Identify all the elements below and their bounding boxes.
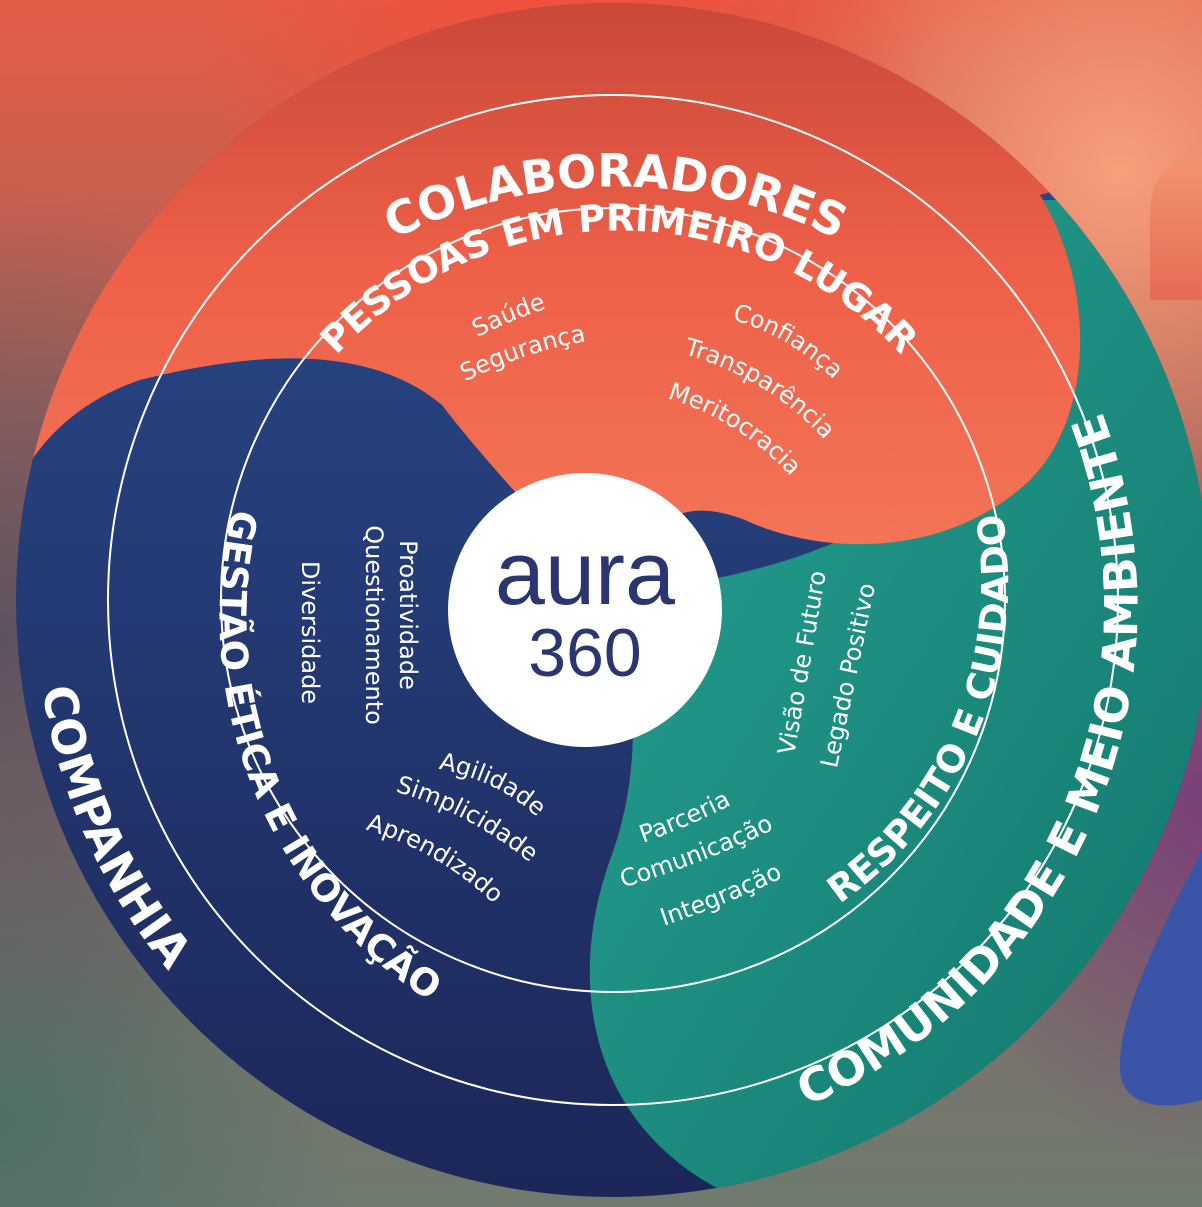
logo-word: aura — [495, 524, 676, 624]
logo-number: 360 — [528, 615, 641, 691]
value-proatividade: Proatividade — [394, 540, 422, 690]
blue-pill-shape — [1119, 850, 1202, 1106]
segment-colaboradores — [16, 3, 1202, 598]
inner-ring-line — [220, 207, 1006, 993]
orange-pill-shape — [1150, 155, 1202, 300]
value-diversidade: Diversidade — [296, 561, 324, 704]
logo-circle — [448, 473, 722, 747]
outer-ring-line — [107, 94, 1119, 1106]
value-questionamento: Questionamento — [360, 525, 388, 725]
